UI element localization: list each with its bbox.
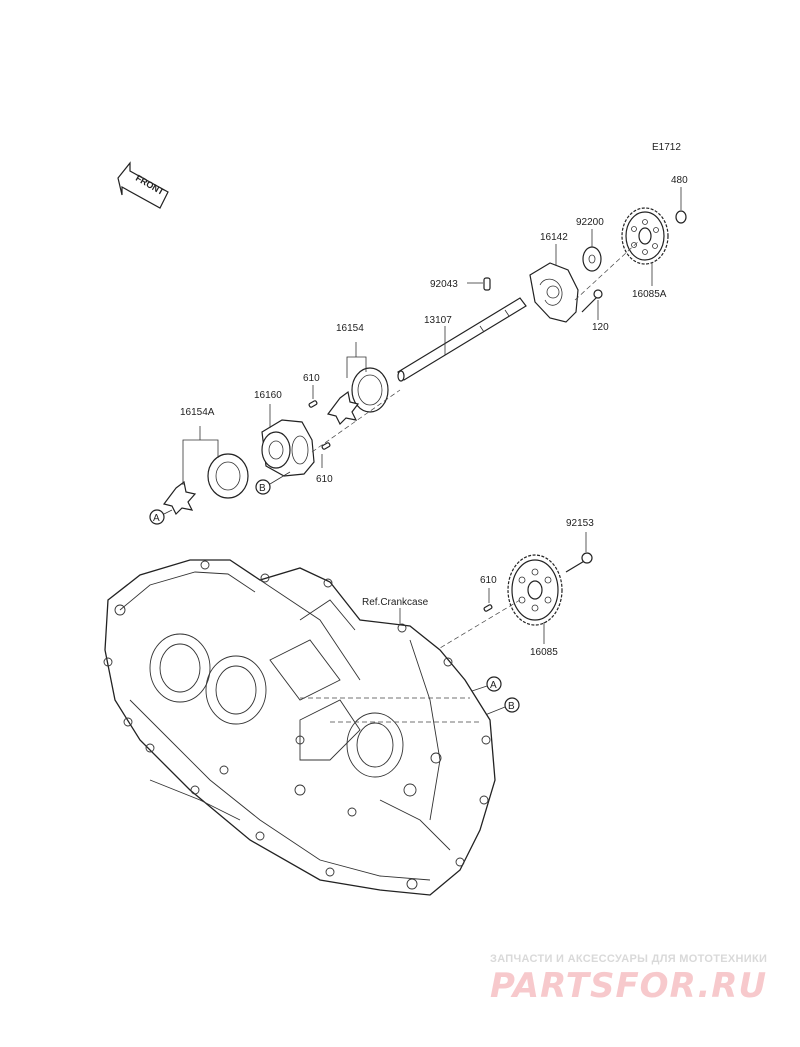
pin-610-top xyxy=(308,385,318,408)
rotor-16154 xyxy=(326,342,389,426)
part-label-16160: 16160 xyxy=(254,390,282,401)
part-label-610-top: 610 xyxy=(303,373,320,384)
ref-crankcase-label: Ref.Crankcase xyxy=(362,597,429,608)
part-label-610-low: 610 xyxy=(480,575,497,586)
front-arrow-icon: FRONT xyxy=(117,161,169,209)
part-label-610-mid: 610 xyxy=(316,474,333,485)
gear-16085 xyxy=(507,554,563,644)
svg-text:B: B xyxy=(259,483,266,494)
part-label-120: 120 xyxy=(592,322,609,333)
part-label-92200: 92200 xyxy=(576,217,604,228)
crankcase xyxy=(103,559,496,896)
part-label-480: 480 xyxy=(671,175,688,186)
pin-610-low xyxy=(483,588,493,612)
part-label-13107: 13107 xyxy=(424,315,452,326)
rotor-16154A xyxy=(162,426,249,516)
pump-cover-16142 xyxy=(529,244,579,323)
part-label-16085A: 16085A xyxy=(632,289,667,300)
part-label-16142: 16142 xyxy=(540,232,568,243)
svg-text:A: A xyxy=(153,513,160,524)
washer-92200 xyxy=(582,229,602,272)
pump-body-16160 xyxy=(261,404,315,477)
callout-b: B xyxy=(255,471,291,495)
part-label-92153: 92153 xyxy=(566,518,594,529)
part-label-16085: 16085 xyxy=(530,647,558,658)
shaft-13107 xyxy=(397,297,527,382)
svg-text:A: A xyxy=(490,680,497,691)
part-label-16154A: 16154A xyxy=(180,407,215,418)
callout-a: A xyxy=(149,509,173,525)
watermark-brand: PARTSFOR.RU xyxy=(490,966,768,1006)
pin-610-mid xyxy=(321,442,331,468)
watermark-tagline: ЗАПЧАСТИ И АКСЕССУАРЫ ДЛЯ МОТОТЕХНИКИ xyxy=(490,953,768,965)
bolt-92153 xyxy=(565,532,593,573)
diagram-code: E1712 xyxy=(652,142,681,153)
part-label-16154: 16154 xyxy=(336,323,364,334)
gear-16085A xyxy=(621,207,669,286)
bolt-120 xyxy=(581,289,603,320)
svg-text:B: B xyxy=(508,701,515,712)
part-label-92043: 92043 xyxy=(430,279,458,290)
circlip-480 xyxy=(675,187,687,224)
pin-92043 xyxy=(467,277,491,291)
